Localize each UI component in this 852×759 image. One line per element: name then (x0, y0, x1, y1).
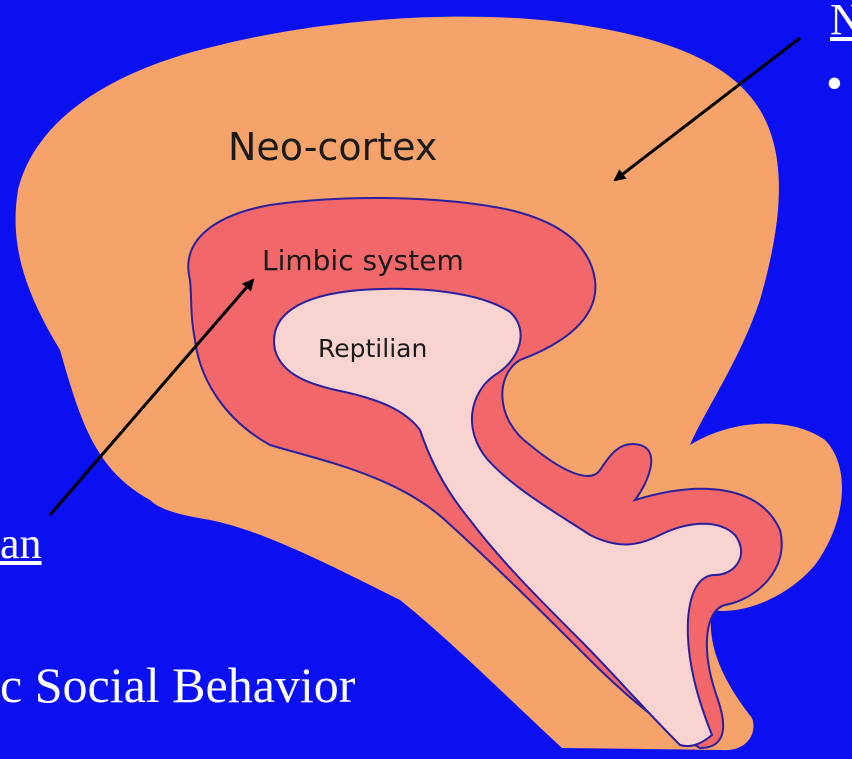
left-heading-fragment: an (0, 518, 42, 569)
neocortex-label: Neo-cortex (228, 125, 437, 169)
bottom-text-fragment: c Social Behavior (0, 656, 355, 714)
limbic-label: Limbic system (262, 244, 464, 277)
bullet-marker: • (826, 56, 843, 111)
top-right-heading-fragment: N (830, 0, 852, 45)
reptilian-label: Reptilian (318, 334, 427, 363)
